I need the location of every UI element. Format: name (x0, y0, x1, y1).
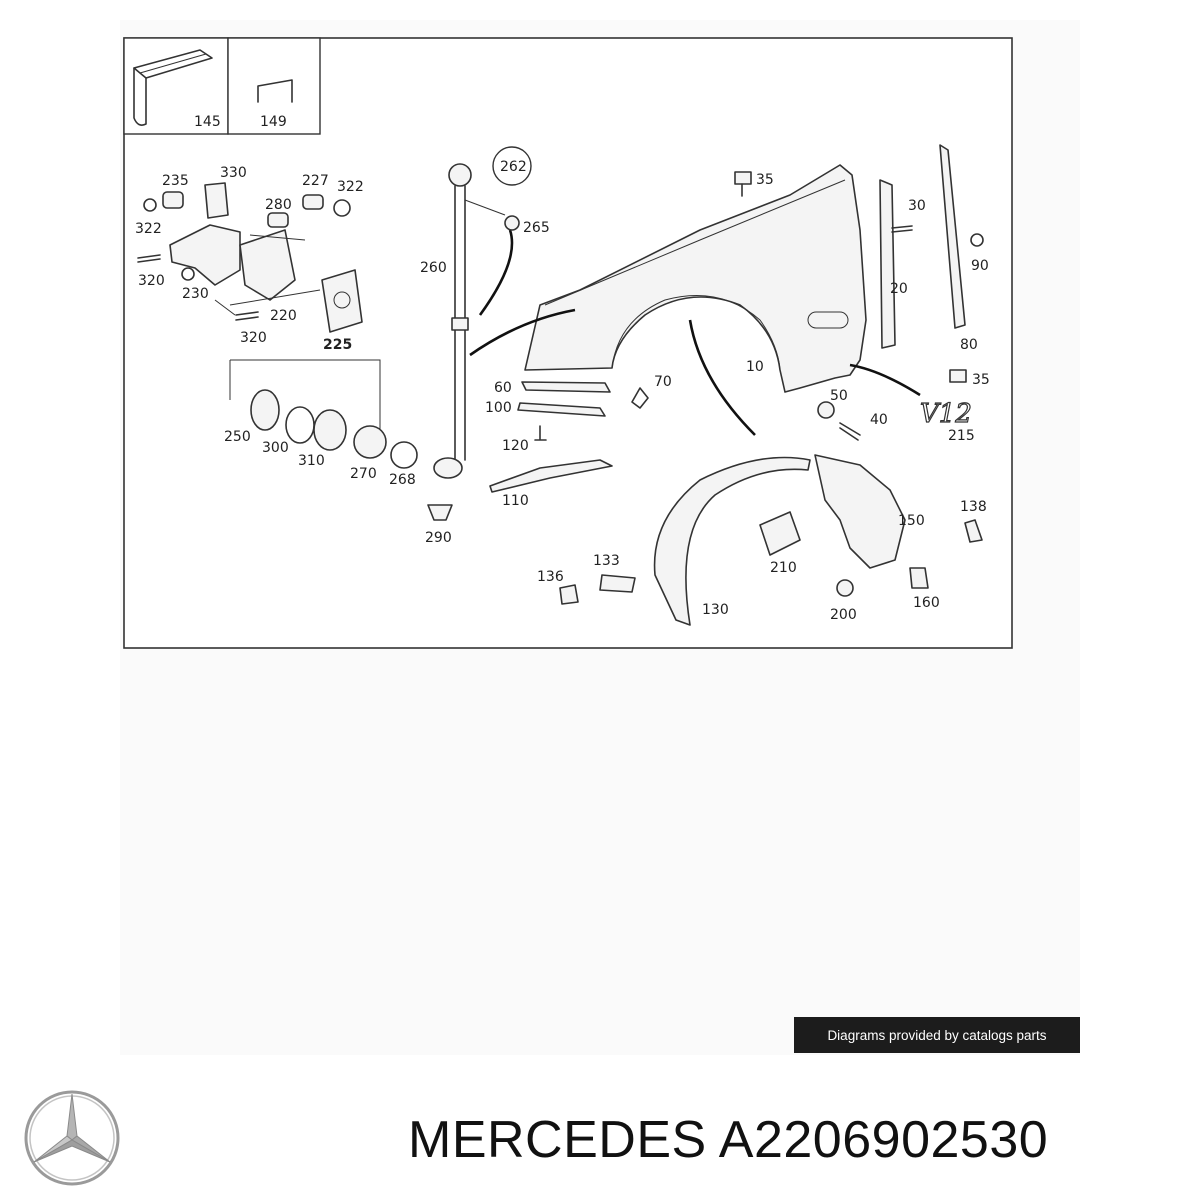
label-250: 250 (224, 429, 251, 445)
label-20: 20 (890, 281, 908, 297)
v12-emblem: V12 (920, 399, 972, 429)
label-130: 130 (702, 602, 729, 618)
part-10-fender (524, 164, 867, 393)
diagram-credit-caption: Diagrams provided by catalogs parts (794, 1017, 1080, 1053)
label-225: 225 (323, 337, 352, 353)
label-80: 80 (960, 337, 978, 353)
wheel-liner-parts (559, 454, 983, 626)
label-138: 138 (960, 499, 987, 515)
label-10: 10 (746, 359, 764, 375)
label-133: 133 (593, 553, 620, 569)
label-260: 260 (420, 260, 447, 276)
label-320-bottom: 320 (240, 330, 267, 346)
label-230: 230 (182, 286, 209, 302)
label-322-right: 322 (337, 179, 364, 195)
label-320-top: 320 (138, 273, 165, 289)
middle-trim-parts (489, 381, 649, 493)
label-262-circle (492, 146, 532, 186)
right-brackets: V12 (734, 144, 984, 441)
hinge-assembly (169, 224, 381, 430)
label-220: 220 (270, 308, 297, 324)
arrow-wheel-arch (688, 319, 756, 436)
label-235: 235 (162, 173, 189, 189)
label-160: 160 (913, 595, 940, 611)
label-215: 215 (948, 428, 975, 444)
label-60: 60 (494, 380, 512, 396)
label-120: 120 (502, 438, 529, 454)
label-210: 210 (770, 560, 797, 576)
label-35-bottom: 35 (972, 372, 990, 388)
arrow-to-fender (469, 308, 576, 357)
part-149-clip (257, 79, 293, 103)
label-262: 262 (500, 159, 527, 175)
part-145-seal-strip (133, 49, 213, 126)
label-300: 300 (262, 440, 289, 456)
label-70: 70 (654, 374, 672, 390)
label-270: 270 (350, 466, 377, 482)
label-149: 149 (260, 114, 287, 130)
part-labels: 145 149 262 265 260 235 330 227 322 322 … (135, 114, 990, 623)
label-90: 90 (971, 258, 989, 274)
label-100: 100 (485, 400, 512, 416)
mercedes-star-logo (24, 1090, 120, 1186)
label-35-top: 35 (756, 172, 774, 188)
label-145: 145 (194, 114, 221, 130)
inset-box-145 (123, 37, 229, 135)
label-110: 110 (502, 493, 529, 509)
label-150: 150 (898, 513, 925, 529)
label-290: 290 (425, 530, 452, 546)
label-200: 200 (830, 607, 857, 623)
label-40: 40 (870, 412, 888, 428)
label-310: 310 (298, 453, 325, 469)
lock-cylinder-parts (250, 389, 453, 521)
label-280: 280 (265, 197, 292, 213)
small-fasteners-top-left (137, 182, 351, 321)
label-322-left: 322 (135, 221, 162, 237)
part-260-rod (433, 163, 520, 479)
label-330: 330 (220, 165, 247, 181)
label-227: 227 (302, 173, 329, 189)
inset-box-149 (227, 37, 321, 135)
label-268: 268 (389, 472, 416, 488)
label-30: 30 (908, 198, 926, 214)
label-50: 50 (830, 388, 848, 404)
page-title: MERCEDES A2206902530 (408, 1111, 1049, 1169)
arrow-265 (478, 229, 514, 316)
arrow-215 (849, 363, 921, 397)
label-136: 136 (537, 569, 564, 585)
label-265: 265 (523, 220, 550, 236)
